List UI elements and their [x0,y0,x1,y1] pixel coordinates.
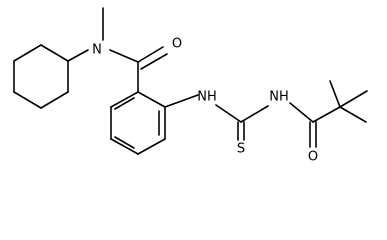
bond [137,138,166,155]
bond [240,105,269,123]
atom-label-nh-right: NH [269,90,289,105]
bond [110,91,139,108]
bond [137,46,164,63]
bond [109,49,139,63]
bond [110,138,139,155]
amide-group [67,7,168,93]
bond [40,44,69,62]
atom-label-s: S [237,142,245,157]
bond [137,91,166,108]
bond [215,104,242,123]
bond [114,97,135,110]
bond [67,49,89,62]
benzene-ring [110,91,166,155]
bond [13,44,42,62]
bond [289,102,314,123]
bond [339,90,368,108]
pivaloyl-group [289,80,368,148]
bond [114,136,135,149]
bond [329,80,341,108]
bond [40,91,69,109]
atom-label-n-amide: N [92,43,102,58]
bond [312,106,341,123]
atom-label-nh-left: NH [197,90,217,105]
bond [140,53,168,70]
thiourea-group [164,94,269,141]
atom-label-o-amide: O [172,37,182,52]
bond [13,91,42,109]
bond [164,94,199,108]
bond [339,106,367,123]
cyclohexyl-ring [13,44,69,109]
atom-label-o-pivaloyl: O [308,150,318,165]
chemical-structure: N O NH NH S O [13,7,368,165]
